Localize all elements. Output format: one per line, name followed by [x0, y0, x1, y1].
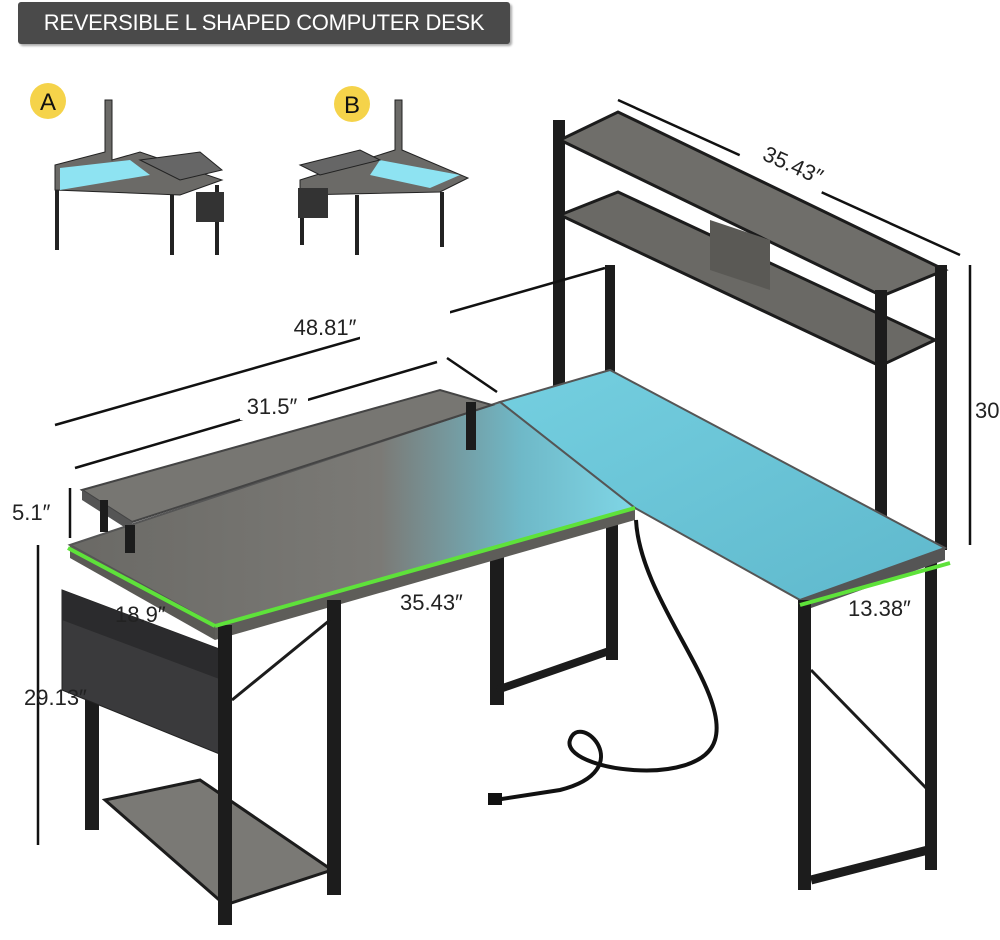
left-depth-label: 18.9″ [115, 602, 166, 627]
total-width-label: 48.81″ [294, 315, 357, 340]
title-banner: REVERSIBLE L SHAPED COMPUTER DESK [18, 2, 510, 44]
variant-b-thumbnail: B [298, 86, 470, 255]
desk-main [61, 110, 949, 925]
variant-a-thumbnail: A [30, 83, 224, 255]
variant-a-badge [30, 83, 66, 119]
variant-b-badge [334, 86, 370, 122]
variant-b-label: B [344, 92, 360, 119]
desk-height-label: 29.13″ [24, 685, 87, 710]
right-depth-label: 13.38″ [848, 596, 911, 621]
variant-a-label: A [40, 89, 56, 116]
hutch-height-label: 30″ [975, 398, 1000, 423]
measure-lines [67, 506, 951, 628]
stand-width-label: 31.5″ [247, 394, 298, 419]
stand-height-label: 5.1″ [12, 500, 51, 525]
main-length-label: 35.43″ [400, 590, 463, 615]
